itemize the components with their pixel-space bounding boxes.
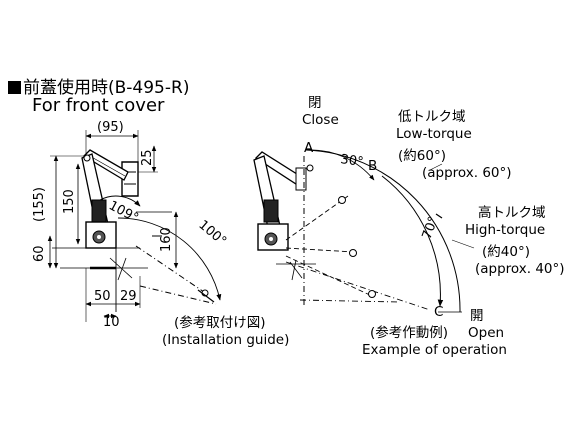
stay-closed <box>253 151 307 251</box>
high-torque-jp: 高トルク域 <box>478 204 546 221</box>
high-torque-en: High-torque <box>465 222 545 238</box>
dim-50: 50 <box>94 289 111 304</box>
dim-10: 10 <box>103 315 120 330</box>
installation-caption-en: (Installation guide) <box>162 332 289 348</box>
low-torque-jp: 低トルク域 <box>398 109 466 125</box>
operation-caption-en: Example of operation <box>362 342 507 358</box>
angle-100: 100° <box>195 218 229 250</box>
dim-150: 150 <box>62 189 77 214</box>
dim-60: 60 <box>32 245 47 262</box>
title-english: For front cover <box>32 95 165 116</box>
angle-70: 70° <box>420 215 442 242</box>
dim-29: 29 <box>120 289 137 304</box>
stay-upper-arm <box>82 149 129 181</box>
low-torque-en: Low-torque <box>396 126 472 142</box>
point-a-label: A <box>304 140 314 156</box>
installation-caption-jp: (参考取付け図) <box>174 314 266 331</box>
angle-30: 30° <box>339 152 364 170</box>
dim-155: (155) <box>32 187 47 222</box>
low-torque-angle-jp: (約60°) <box>398 148 446 164</box>
operation-drawing <box>253 149 475 313</box>
point-b-label: B <box>368 158 377 174</box>
close-label-en: Close <box>302 112 339 128</box>
title-japanese: 前蓋使用時(B-495-R) <box>8 73 189 98</box>
open-label-jp: 開 <box>470 308 484 324</box>
low-torque-angle-en: (approx. 60°) <box>422 165 512 181</box>
operation-caption-jp: (参考作動例) <box>370 324 448 341</box>
stay-base-body <box>85 221 117 249</box>
high-torque-angle-en: (approx. 40°) <box>475 261 565 277</box>
dim-25: 25 <box>140 149 155 166</box>
dim-95: (95) <box>97 120 124 135</box>
title-japanese-text: 前蓋使用時(B-495-R) <box>23 78 190 98</box>
installation-guide-drawing: (95) 25 (155) 150 60 160 109° 100° 50 29… <box>32 120 229 330</box>
dim-160: 160 <box>159 227 174 252</box>
close-label-jp: 閉 <box>308 95 322 111</box>
open-label-en: Open <box>468 325 504 341</box>
door-end-part <box>197 289 215 303</box>
square-bullet-icon <box>8 81 21 94</box>
point-c-label: C <box>434 304 443 320</box>
high-torque-angle-jp: (約40°) <box>482 244 530 260</box>
